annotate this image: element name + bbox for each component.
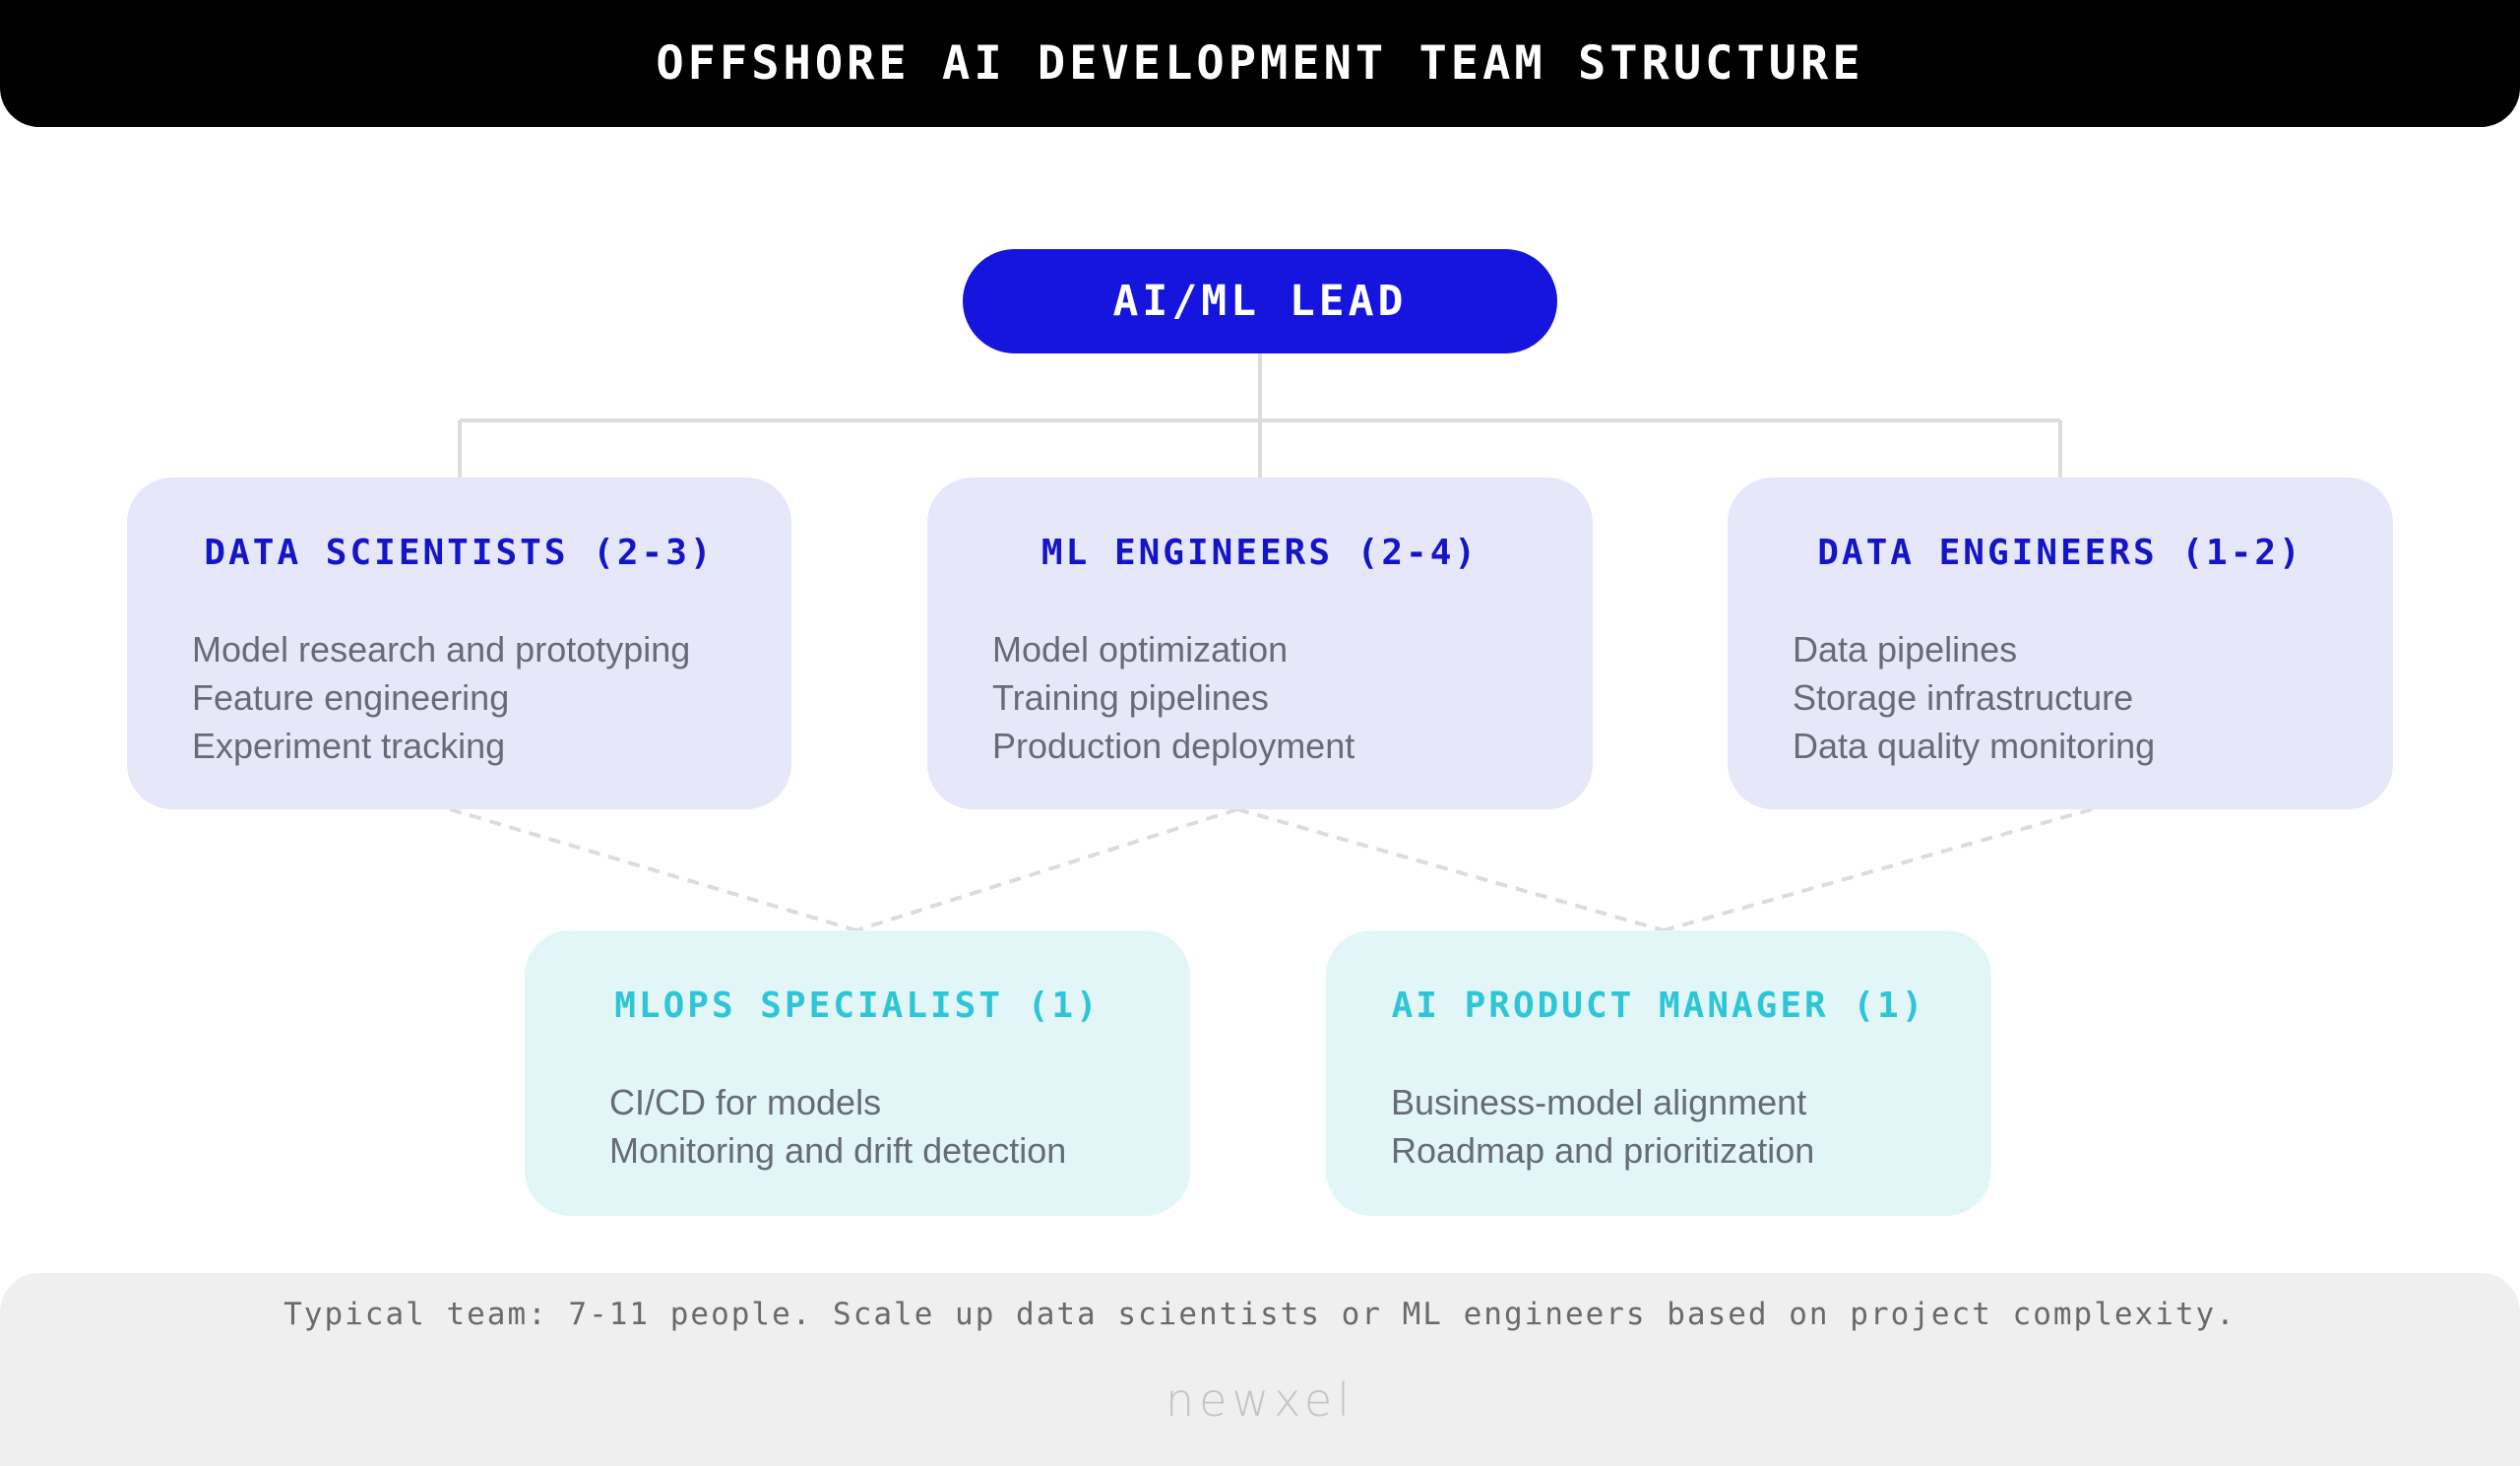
data-scientists-card: DATA SCIENTISTS (2-3) Model research and…	[127, 478, 791, 809]
header-banner: OFFSHORE AI DEVELOPMENT TEAM STRUCTURE	[0, 0, 2520, 127]
card-responsibilities: Model optimization Training pipelines Pr…	[992, 625, 1354, 770]
list-item: Feature engineering	[192, 677, 510, 718]
page-title: OFFSHORE AI DEVELOPMENT TEAM STRUCTURE	[656, 36, 1864, 91]
list-item: Business-model alignment	[1391, 1082, 1807, 1122]
list-item: Storage infrastructure	[1793, 677, 2134, 718]
team-size-note: Typical team: 7-11 people. Scale up data…	[284, 1297, 2236, 1332]
card-responsibilities: Business-model alignment Roadmap and pri…	[1391, 1078, 1814, 1175]
dashed-link-de-pm	[1663, 807, 2093, 932]
ai-product-manager-card: AI PRODUCT MANAGER (1) Business-model al…	[1326, 930, 1991, 1216]
list-item: Training pipelines	[992, 677, 1269, 718]
list-item: CI/CD for models	[609, 1082, 882, 1122]
ml-engineers-card: ML ENGINEERS (2-4) Model optimization Tr…	[927, 478, 1593, 809]
dashed-link-mle-pm	[1236, 807, 1665, 932]
list-item: Data quality monitoring	[1793, 726, 2156, 766]
card-title: AI PRODUCT MANAGER (1)	[1391, 986, 1926, 1026]
card-title: MLOPS SPECIALIST (1)	[614, 986, 1101, 1026]
list-item: Experiment tracking	[192, 726, 506, 766]
list-item: Monitoring and drift detection	[609, 1130, 1067, 1171]
card-responsibilities: CI/CD for models Monitoring and drift de…	[609, 1078, 1066, 1175]
list-item: Model optimization	[992, 629, 1289, 669]
card-title: DATA ENGINEERS (1-2)	[1817, 533, 2303, 573]
newxel-logo: newxel	[1166, 1373, 1354, 1427]
list-item: Roadmap and prioritization	[1391, 1130, 1815, 1171]
ai-ml-lead-node: AI/ML LEAD	[963, 249, 1557, 353]
ai-ml-lead-label: AI/ML LEAD	[1112, 277, 1408, 326]
list-item: Data pipelines	[1793, 629, 2018, 669]
card-title: ML ENGINEERS (2-4)	[1040, 533, 1480, 573]
card-responsibilities: Data pipelines Storage infrastructure Da…	[1793, 625, 2155, 770]
list-item: Production deployment	[992, 726, 1355, 766]
card-responsibilities: Model research and prototyping Feature e…	[192, 625, 690, 770]
mlops-specialist-card: MLOPS SPECIALIST (1) CI/CD for models Mo…	[525, 930, 1190, 1216]
dashed-link-ds-mlops	[449, 807, 857, 932]
data-engineers-card: DATA ENGINEERS (1-2) Data pipelines Stor…	[1728, 478, 2393, 809]
dashed-link-mle-mlops	[855, 807, 1238, 932]
card-title: DATA SCIENTISTS (2-3)	[204, 533, 715, 573]
footer: Typical team: 7-11 people. Scale up data…	[0, 1273, 2520, 1466]
list-item: Model research and prototyping	[192, 629, 691, 669]
